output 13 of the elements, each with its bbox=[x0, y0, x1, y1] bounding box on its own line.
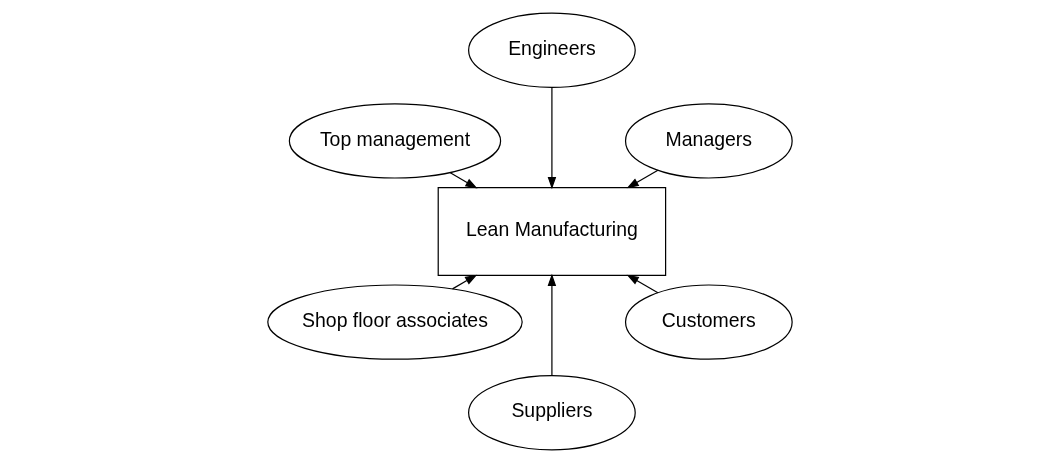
node-ellipse: Shop floor associates bbox=[267, 284, 523, 360]
arrow bbox=[547, 86, 557, 190]
arrow bbox=[626, 274, 659, 294]
arrow bbox=[626, 169, 659, 189]
arrow bbox=[451, 274, 478, 290]
arrow bbox=[449, 172, 478, 189]
node-ellipse: Customers bbox=[624, 284, 793, 360]
arrow bbox=[547, 273, 557, 377]
node-ellipse: Managers bbox=[624, 103, 793, 179]
node-ellipse: Top management bbox=[288, 103, 502, 179]
node-box: Lean Manufacturing bbox=[437, 187, 667, 276]
node-ellipse: Engineers bbox=[468, 12, 636, 88]
node-ellipse: Suppliers bbox=[468, 375, 636, 451]
